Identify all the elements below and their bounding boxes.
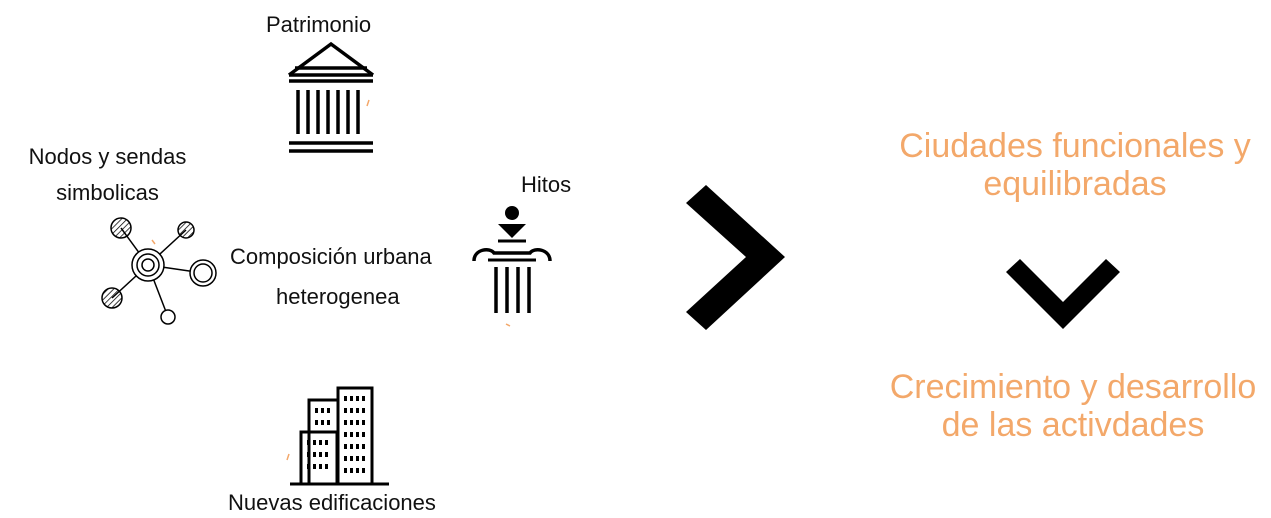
ciudades-text-line2: equilibradas <box>983 165 1167 203</box>
crecimiento-text-line2: de las activdades <box>941 406 1205 444</box>
column-landmark-icon <box>472 206 552 327</box>
crecimiento-text-line1: Crecimiento y desarrollo <box>889 368 1257 406</box>
composicion-label-line2: heterogenea <box>276 284 400 309</box>
buildings-icon <box>286 386 389 486</box>
chevron-right-icon <box>686 185 785 330</box>
patrimonio-label: Patrimonio <box>266 12 372 37</box>
ciudades-text-line1: Ciudades funcionales y <box>899 127 1251 165</box>
composicion-label-line1: Composición urbana <box>230 244 432 269</box>
nodos-label-line2: simbolicas <box>56 180 159 205</box>
nodos-label-line1: Nodos y sendas <box>28 144 187 169</box>
nuevas-edificaciones-label: Nuevas edificaciones <box>228 490 436 515</box>
network-nodes-icon <box>101 217 217 325</box>
chevron-down-icon <box>1006 259 1120 329</box>
temple-icon <box>287 41 375 153</box>
hitos-label: Hitos <box>521 172 572 197</box>
